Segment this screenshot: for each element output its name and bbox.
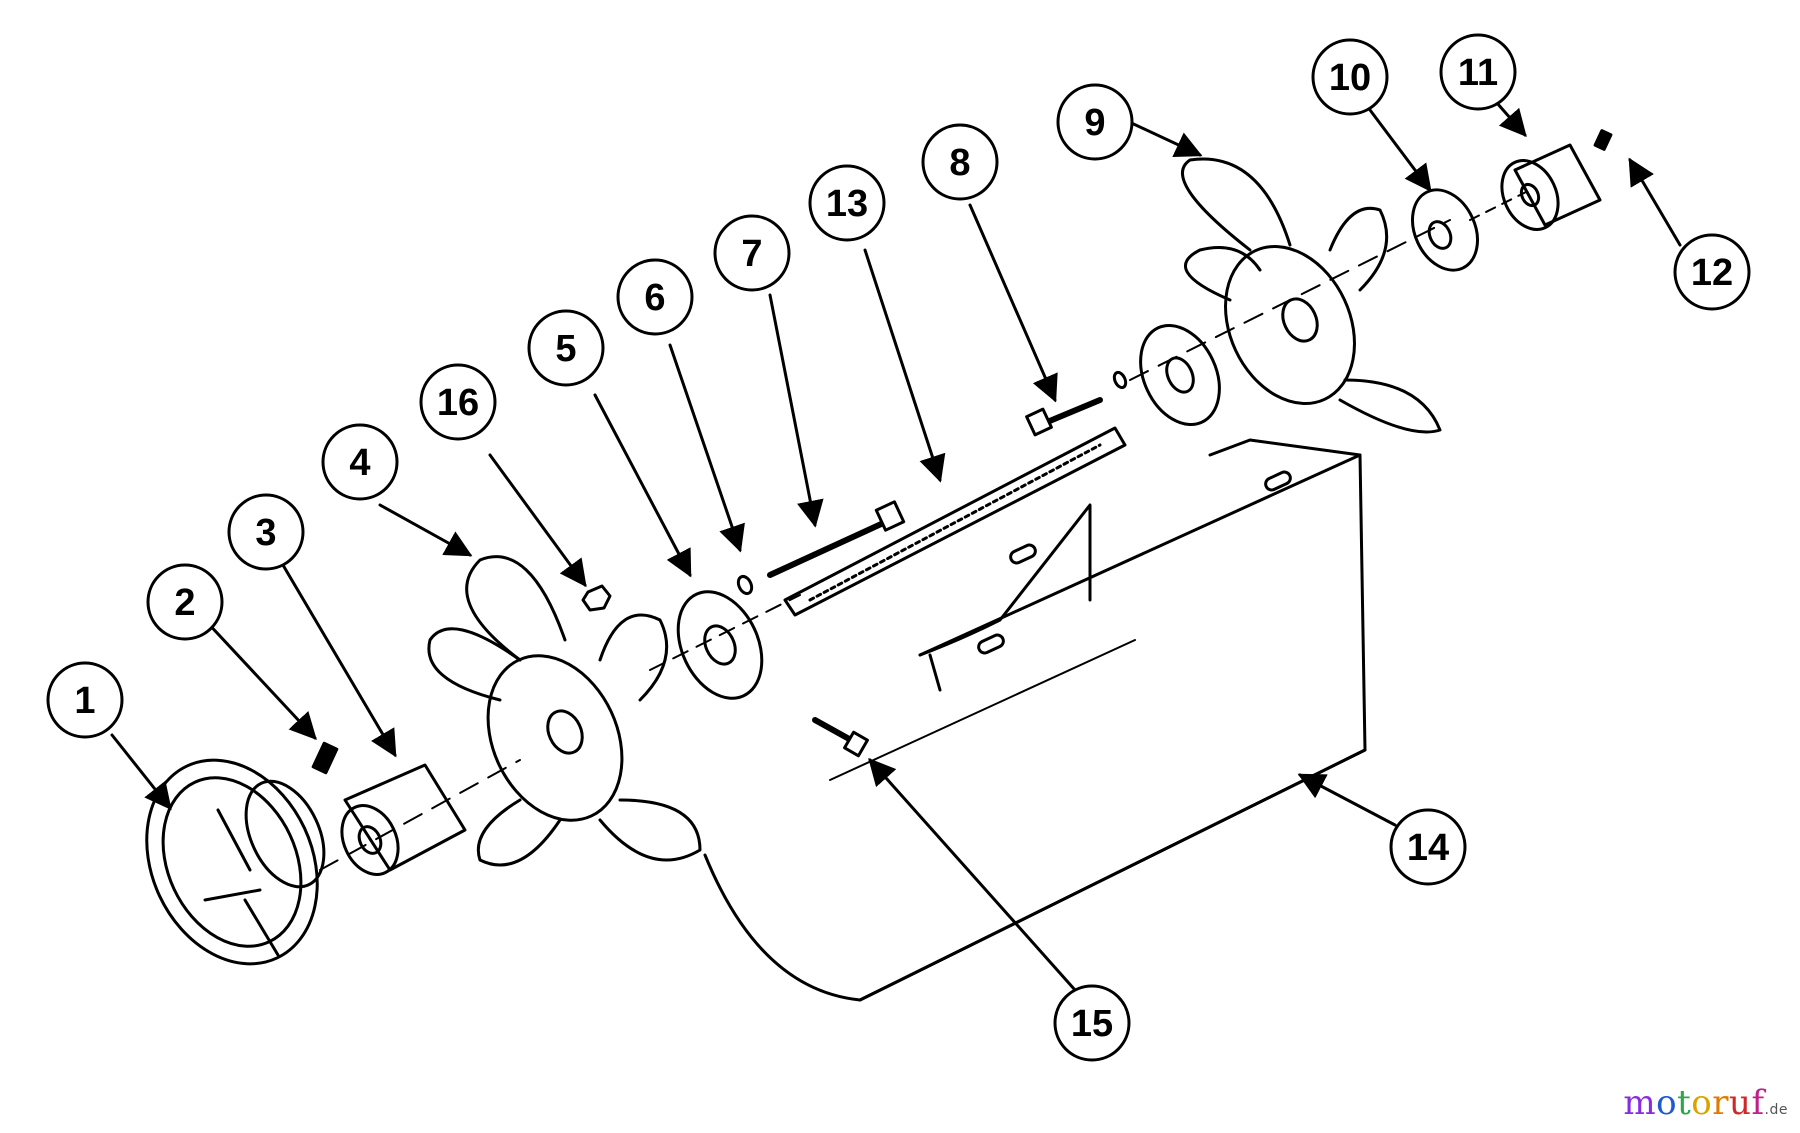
watermark-letter: t	[1677, 1083, 1692, 1123]
impeller-right	[1181, 157, 1442, 434]
callout-6-label: 6	[644, 277, 665, 319]
callout-11: 11	[1439, 33, 1517, 111]
callout-4-label: 4	[349, 442, 370, 484]
bolt-7	[767, 500, 906, 578]
plate-right	[1112, 323, 1221, 427]
callout-12: 12	[1673, 233, 1751, 311]
callout-10-label: 10	[1329, 57, 1371, 99]
callout-2-label: 2	[174, 582, 195, 624]
impeller-left	[427, 555, 702, 867]
watermark-letter: o	[1691, 1083, 1713, 1123]
bolt-15	[812, 717, 869, 758]
hub-10	[1411, 188, 1479, 272]
callout-8-label: 8	[949, 142, 970, 184]
set-screw-2	[311, 741, 339, 775]
watermark-letter: u	[1729, 1083, 1752, 1123]
callout-9: 9	[1056, 83, 1134, 161]
callout-1: 1	[46, 661, 124, 739]
axis-lines	[319, 189, 1531, 871]
collar-11	[1500, 143, 1602, 231]
callout-8: 8	[921, 123, 999, 201]
plate-5	[676, 590, 764, 700]
callout-14-label: 14	[1407, 827, 1449, 869]
watermark-letter: m	[1623, 1083, 1657, 1123]
callout-13-label: 13	[826, 183, 868, 225]
washer-6	[736, 574, 754, 596]
callout-13: 13	[808, 164, 886, 242]
shaft-13	[783, 426, 1127, 617]
callout-16-label: 16	[437, 382, 479, 424]
watermark-letter: o	[1656, 1083, 1678, 1123]
callout-15: 15	[1053, 984, 1131, 1062]
callout-15-label: 15	[1071, 1003, 1113, 1045]
watermark-letter: r	[1712, 1083, 1730, 1123]
hub-3	[340, 763, 467, 876]
nut-16	[581, 584, 612, 612]
callouts: 1 2 3 4 5 6 7 8	[46, 33, 1751, 1062]
callout-10: 10	[1311, 38, 1389, 116]
set-screw-12	[1593, 129, 1613, 151]
callout-3-label: 3	[255, 512, 276, 554]
callout-4: 4	[321, 423, 399, 501]
bolt-8	[1025, 397, 1103, 437]
watermark: motoruf.de	[1623, 1083, 1788, 1123]
callout-2: 2	[146, 563, 224, 641]
leader-lines	[110, 93, 1682, 992]
callout-11-label: 11	[1458, 52, 1498, 94]
callout-7: 7	[713, 214, 791, 292]
pulley	[145, 758, 326, 966]
callout-1-label: 1	[74, 680, 95, 722]
callout-12-label: 12	[1691, 252, 1733, 294]
callout-5: 5	[527, 309, 605, 387]
callout-6: 6	[616, 258, 694, 336]
watermark-letter: f	[1751, 1083, 1765, 1123]
callout-14: 14	[1389, 808, 1467, 886]
callout-5-label: 5	[555, 328, 576, 370]
callout-7-label: 7	[741, 233, 762, 275]
watermark-suffix: .de	[1764, 1102, 1788, 1118]
housing	[703, 438, 1367, 1002]
callout-16: 16	[419, 363, 497, 441]
callout-9-label: 9	[1084, 102, 1105, 144]
callout-3: 3	[227, 493, 305, 571]
